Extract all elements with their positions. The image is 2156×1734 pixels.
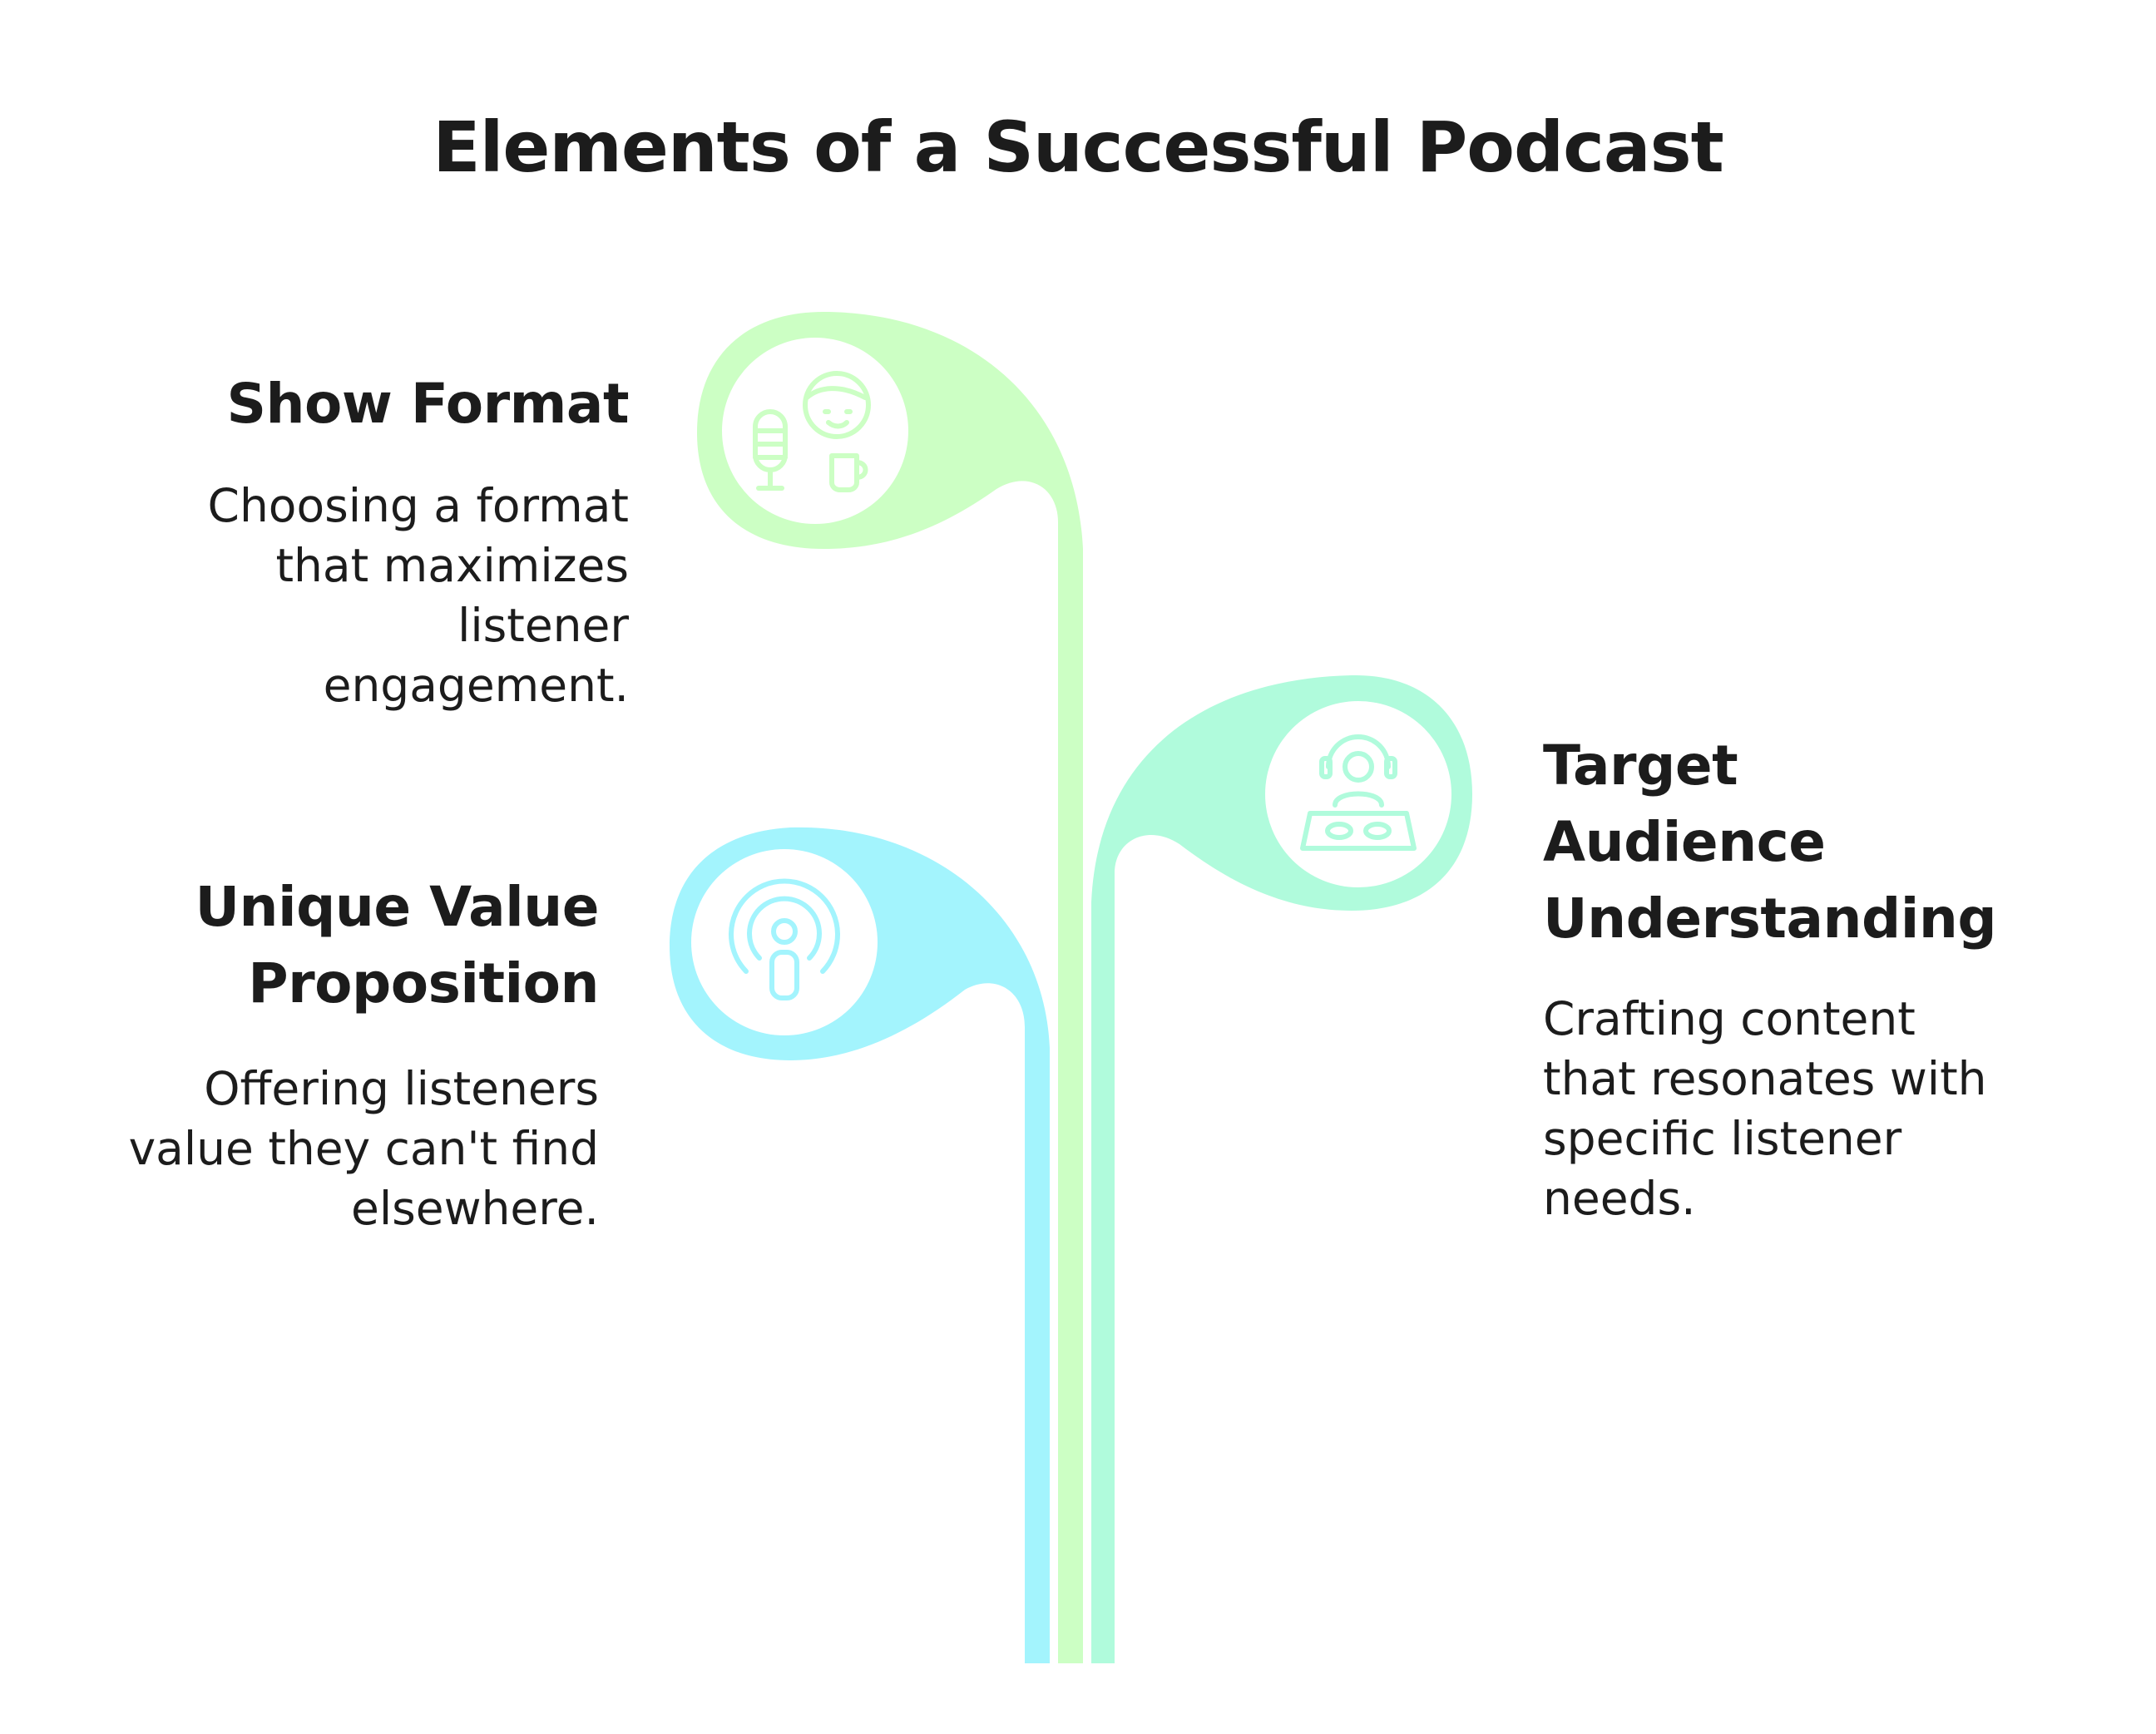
target-heading: Target Audience Understanding: [1543, 728, 2075, 957]
podcast-broadcast-icon: [729, 878, 840, 1000]
show-format-line-2: that maximizes: [275, 539, 629, 592]
target-description: Crafting content that resonates with spe…: [1543, 989, 2075, 1228]
uvp-line-3: elsewhere.: [350, 1182, 599, 1235]
uvp-heading-line-2: Proposition: [248, 951, 599, 1015]
unique-value-proposition-block: Unique Value Proposition Offering listen…: [100, 869, 600, 1238]
show-format-line-4: engagement.: [323, 659, 629, 712]
target-heading-line-3: Understanding: [1543, 887, 1997, 951]
uvp-heading: Unique Value Proposition: [100, 869, 599, 1022]
show-format-description: Choosing a format that maximizes listene…: [133, 476, 629, 715]
show-format-line-1: Choosing a format: [207, 479, 629, 532]
uvp-line-2: value they can't find: [128, 1122, 599, 1175]
target-line-3: specific listener: [1543, 1112, 1902, 1165]
target-heading-line-2: Audience: [1543, 810, 1826, 874]
show-format-line-3: listener: [457, 599, 629, 652]
uvp-heading-line-1: Unique Value: [195, 875, 599, 939]
page-title: Elements of a Successful Podcast: [433, 106, 1724, 188]
target-audience-block: Target Audience Understanding Crafting c…: [1543, 728, 2075, 1228]
target-line-4: needs.: [1543, 1172, 1696, 1225]
uvp-line-1: Offering listeners: [204, 1062, 599, 1115]
uvp-description: Offering listeners value they can't find…: [100, 1059, 599, 1238]
uvp-stem: [670, 827, 1050, 1663]
show-format-heading: Show Format: [226, 372, 630, 436]
podcast-host-microphone-icon: [753, 371, 871, 492]
target-line-1: Crafting content: [1543, 992, 1916, 1045]
show-format-block: Show Format Choosing a format that maxim…: [133, 366, 630, 715]
target-heading-line-1: Target: [1543, 734, 1738, 798]
dj-listener-icon: [1300, 734, 1417, 851]
target-line-2: that resonates with: [1543, 1052, 1987, 1105]
